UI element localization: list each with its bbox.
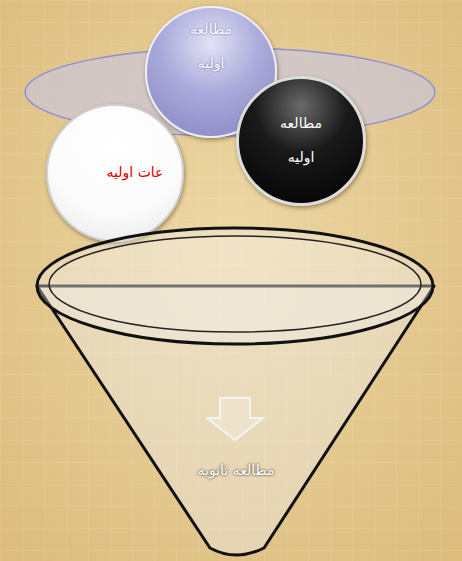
down-arrow — [207, 398, 263, 440]
primary-study-circle: مطالعه اولیه — [236, 76, 366, 206]
circle-label: عات اولیه — [107, 156, 164, 190]
funnel-outline — [30, 222, 442, 560]
funnel: مطالعه ثانویه — [30, 222, 442, 560]
funnel-rim — [37, 228, 433, 344]
funnel-inner-rim — [49, 236, 421, 332]
primary-study-circle: عات اولیه — [46, 104, 184, 242]
circle-label: مطالعه اولیه — [266, 107, 336, 174]
funnel-label: مطالعه ثانویه — [198, 454, 275, 488]
circle-label: مطالعه اولیه — [176, 13, 246, 80]
